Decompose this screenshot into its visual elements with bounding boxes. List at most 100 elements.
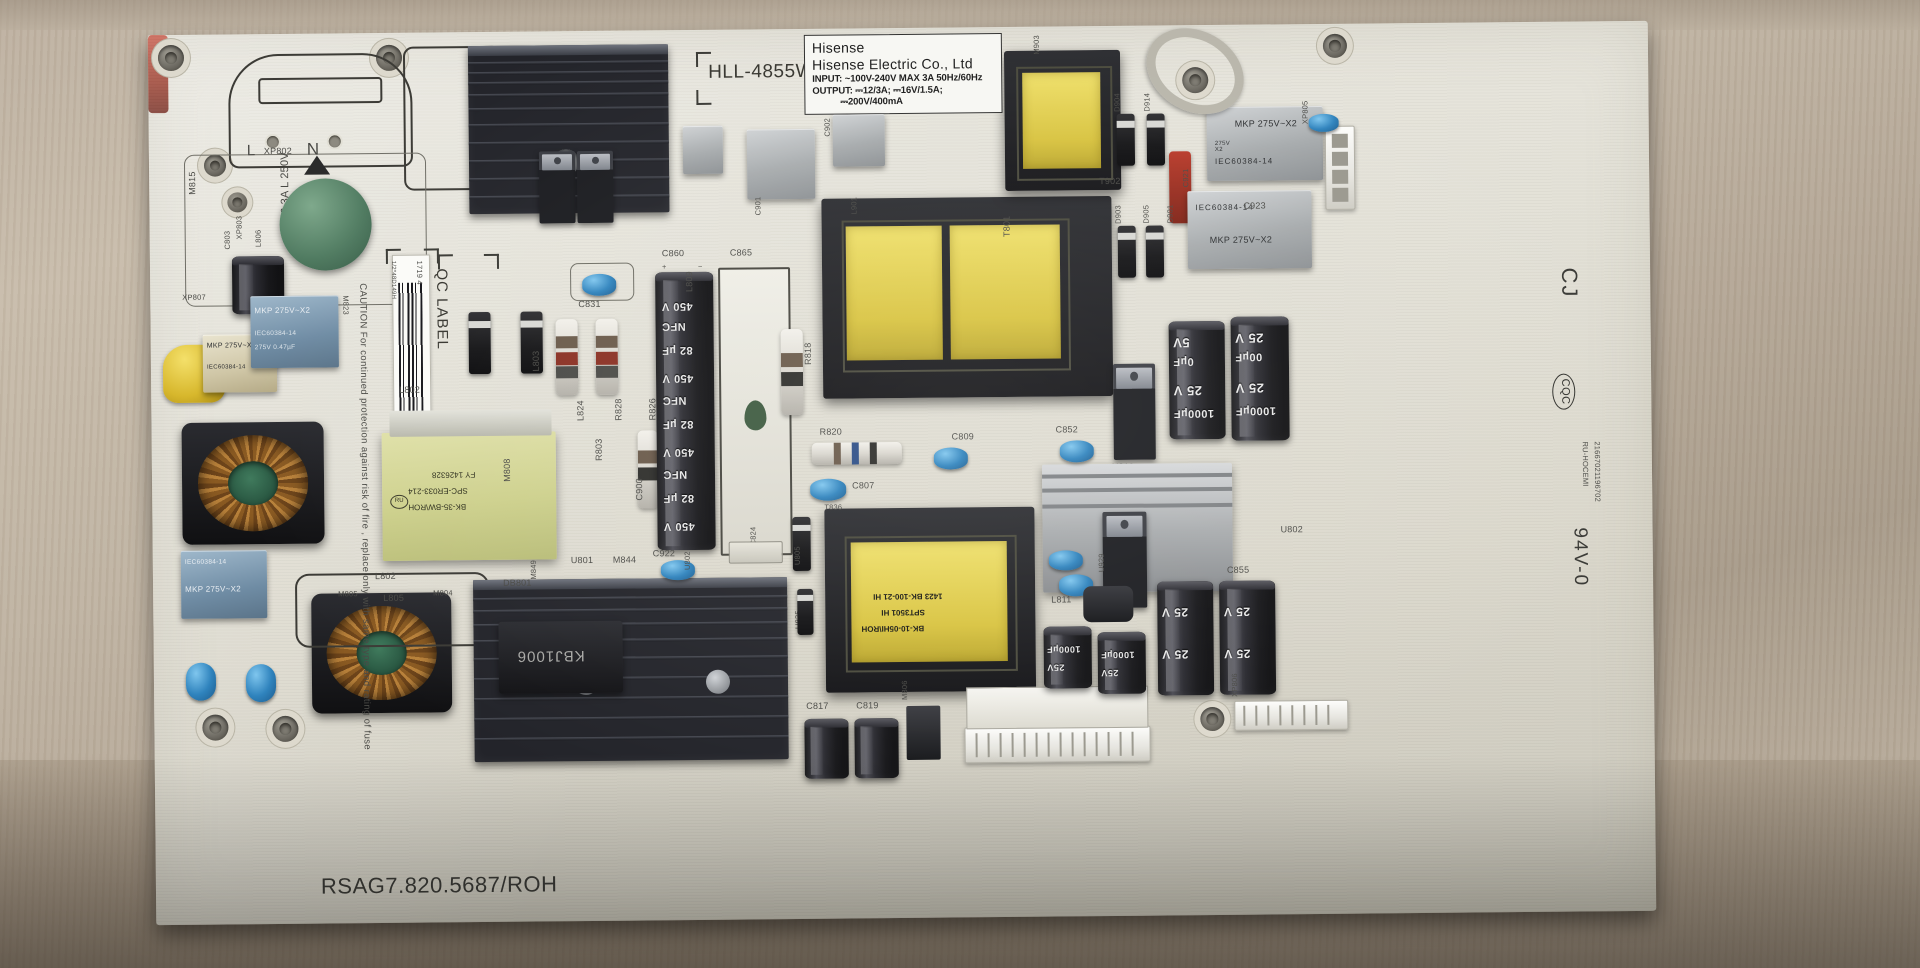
mounting-hole bbox=[1322, 33, 1348, 58]
diode-l824 bbox=[468, 311, 492, 375]
input-rating: INPUT: ~100V-240V MAX 3A 50Hz/60Hz bbox=[812, 72, 983, 85]
silk-u802: U802 bbox=[1280, 524, 1303, 535]
mounting-hole bbox=[202, 714, 229, 741]
silk-c921: C921 bbox=[1181, 168, 1191, 188]
silk-l805: L805 bbox=[383, 592, 405, 603]
edge-cert: 21667021196702 bbox=[1592, 441, 1603, 503]
ceramic-cap-blue-br bbox=[1048, 550, 1083, 571]
standby-transformer-t902 bbox=[1003, 49, 1122, 191]
resistor-r818 bbox=[780, 328, 804, 416]
silk-d914: D914 bbox=[1142, 92, 1152, 112]
silk-ac-line: L bbox=[246, 142, 256, 160]
edge-maker: RU-HOCEMI bbox=[1580, 441, 1591, 487]
diode-d903 bbox=[1117, 225, 1137, 278]
common-mode-choke-l806 bbox=[181, 421, 325, 545]
silk-m844: M844 bbox=[612, 554, 637, 565]
silk-m849: M849 bbox=[528, 559, 539, 580]
mosfet-to220 bbox=[576, 150, 614, 224]
silk-c809: C809 bbox=[951, 431, 975, 442]
diode-small bbox=[797, 588, 814, 636]
silk-c819: C819 bbox=[856, 700, 879, 711]
brand-name: Hisense bbox=[811, 39, 865, 56]
silk-m815: M815 bbox=[187, 171, 198, 195]
silk-t801: T801 bbox=[1001, 215, 1012, 238]
silk-c817: C817 bbox=[806, 700, 829, 711]
silk-c901: C901 bbox=[753, 196, 763, 216]
silk-c831: C831 bbox=[578, 298, 601, 310]
board-model-text: RSAG7.820.5687/ROH bbox=[320, 871, 558, 899]
bulk-capacitor-c860: 450 V NFC 82 µF 450 V NFC 82 µF 450 V NF… bbox=[655, 271, 716, 551]
silk-c807: C807 bbox=[852, 480, 875, 491]
silkscreen-outline bbox=[569, 262, 635, 302]
silk-c923: C923 bbox=[1243, 200, 1266, 211]
silk-xp806: XP806 bbox=[1229, 673, 1240, 697]
silkscreen-outline bbox=[227, 52, 414, 169]
resistor-r820 bbox=[811, 442, 902, 465]
edge-ul-rating: 94V-0 bbox=[1569, 527, 1592, 588]
silk-m808: M808 bbox=[501, 458, 513, 482]
transformer-bobbin-top bbox=[389, 409, 552, 437]
silk-u805: U805 bbox=[792, 546, 802, 566]
bracket-hole bbox=[1182, 67, 1209, 94]
fuse-resistor bbox=[728, 541, 783, 564]
silk-m806b: M806 bbox=[899, 680, 910, 701]
fuse-hole bbox=[227, 192, 248, 213]
connector-bottom-white bbox=[964, 725, 1151, 764]
silkscreen-outline bbox=[258, 76, 383, 105]
silk-m805: M805 bbox=[338, 589, 358, 599]
spec-label: Hisense Hisense Electric Co., Ltd INPUT:… bbox=[803, 33, 1003, 115]
output-capacitor-2: 25 V 00µF 25 V 1000µF bbox=[1230, 316, 1290, 441]
silk-c855: C855 bbox=[1226, 564, 1250, 575]
silk-l802b: L802 bbox=[374, 570, 396, 582]
connector-xp805 bbox=[1324, 125, 1356, 210]
qc-label-text: QC LABEL bbox=[433, 268, 451, 350]
resistor-r828 bbox=[555, 319, 579, 396]
silk-u929: U929 bbox=[1096, 553, 1106, 573]
silk-c860: C860 bbox=[661, 248, 685, 259]
silk-triangle-marker bbox=[303, 155, 331, 175]
output-rating-2: ⎓200V/400mA bbox=[840, 96, 903, 108]
silkscreen-outline bbox=[294, 571, 490, 648]
silk-l811: L811 bbox=[1051, 594, 1072, 605]
resistor-r826 bbox=[595, 318, 619, 395]
ceramic-cap-blue bbox=[185, 662, 217, 701]
regulator-to220-right bbox=[1112, 363, 1156, 460]
capacitor-c817 bbox=[804, 718, 849, 779]
silk-d904: D904 bbox=[1112, 93, 1122, 112]
x2-cap-left: MKP 275V~X2 IEC60384-14 275V 0.47µF bbox=[250, 295, 339, 369]
inductor-l811 bbox=[1083, 585, 1134, 623]
green-xfmr-line3: FY 1426328 bbox=[431, 470, 476, 480]
pcb-board: L XP802 N T 6.3A L 250V M815 XP803 C803 … bbox=[147, 11, 1657, 926]
silk-m804: M804 bbox=[433, 588, 453, 598]
output-capacitor-4: 25 V 25 V bbox=[1219, 580, 1277, 695]
silk-u801: U801 bbox=[570, 554, 594, 566]
silk-l802: L802 bbox=[399, 384, 421, 395]
company-name: Hisense Electric Co., Ltd bbox=[812, 55, 973, 73]
silk-c900: C900 bbox=[634, 478, 645, 501]
silk-xp807: XP807 bbox=[182, 292, 206, 302]
silk-u802-a: U802 bbox=[682, 551, 692, 571]
output-capacitor-small: 1000µF 25V bbox=[1097, 631, 1147, 695]
silk-r828: R828 bbox=[613, 398, 624, 421]
silk-xp805: XP805 bbox=[1300, 100, 1310, 125]
silk-d905: D905 bbox=[1141, 204, 1151, 224]
ceramic-cap-c807 bbox=[810, 478, 847, 501]
cqc-mark: CQC bbox=[1552, 373, 1576, 410]
diode-d914 bbox=[1146, 113, 1166, 166]
silk-l803: L803 bbox=[530, 350, 542, 372]
inductor-bottom bbox=[906, 705, 941, 760]
secondary-transformer: BK-10-05HI\ROH SPT3501 HI 1423 BK-100-21… bbox=[824, 506, 1037, 693]
silk-r820: R820 bbox=[819, 426, 842, 437]
silk-c922: C922 bbox=[652, 548, 676, 559]
silk-l901: L901 bbox=[849, 196, 859, 215]
silk-c902: C902 bbox=[822, 117, 832, 137]
silk-l809: L809 bbox=[684, 271, 695, 293]
green-xfmr-line2: SPC-ER033-214 bbox=[408, 486, 468, 496]
silk-r803: R803 bbox=[593, 438, 604, 461]
silk-m823: M823 bbox=[341, 295, 351, 315]
silk-t836: T836 bbox=[824, 502, 843, 512]
transformer-green-l802: BK-35-BW\ROH SPC-ER033-214 FY 1426328 RU bbox=[381, 431, 557, 561]
barcode-number-2: 1/2*48D149H bbox=[389, 260, 397, 300]
output-capacitor-1: 5V 0µF 25 V 1000µF bbox=[1168, 320, 1226, 440]
